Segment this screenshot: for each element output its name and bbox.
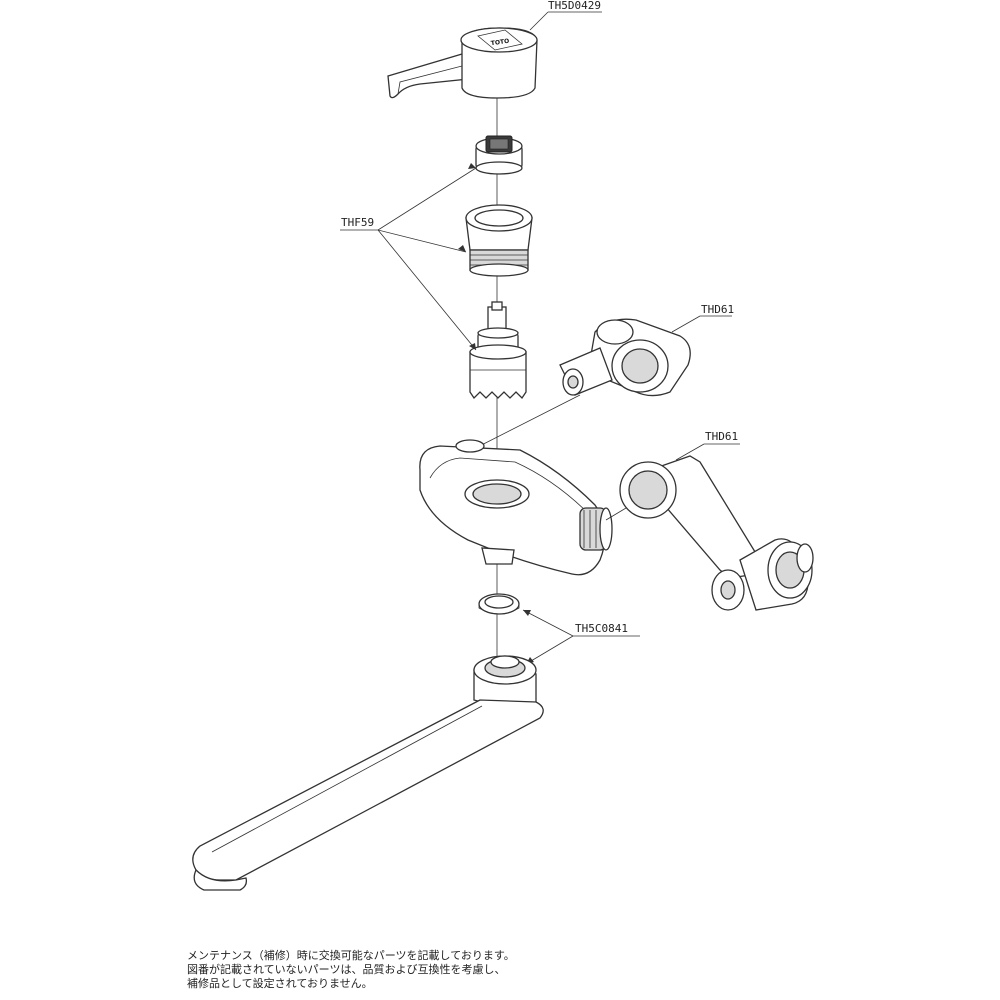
spindle-cap-part[interactable] [475,135,523,175]
note-line-2: 図番が記載されていないパーツは、品質および互換性を考慮し、 [187,963,506,976]
mixer-body-part[interactable] [419,439,613,576]
logo-text: TOTO [490,38,509,47]
note-line-3: 補修品として設定されておりません。 [187,977,373,990]
label-thd61-upper: THD61 [671,303,734,333]
svg-text:THF59: THF59 [341,216,374,229]
maintenance-note: メンテナンス（補修）時に交換可能なパーツを記載しております。 図番が記載されてい… [187,949,747,991]
label-thd61-lower: THD61 [675,430,740,461]
label-thf59: THF59 [340,163,477,351]
svg-text:TH5D0429: TH5D0429 [548,0,601,12]
label-th5c0841: TH5C0841 [522,609,640,665]
note-line-1: メンテナンス（補修）時に交換可能なパーツを記載しております。 [187,949,515,962]
label-th5d0429: TH5D0429 [529,0,602,31]
lever-handle-part[interactable]: TOTO [387,27,538,99]
lower-fitting-axis [605,507,627,521]
lower-eccentric-fitting-part[interactable] [619,455,814,611]
svg-text:THD61: THD61 [705,430,738,443]
cartridge-part[interactable] [469,301,527,400]
cap-nut-part[interactable] [465,204,533,277]
svg-text:THD61: THD61 [701,303,734,316]
upper-eccentric-fitting-part[interactable] [559,318,691,397]
spout-part[interactable] [192,655,544,891]
packing-ring-part[interactable] [478,593,520,615]
svg-text:TH5C0841: TH5C0841 [575,622,628,635]
